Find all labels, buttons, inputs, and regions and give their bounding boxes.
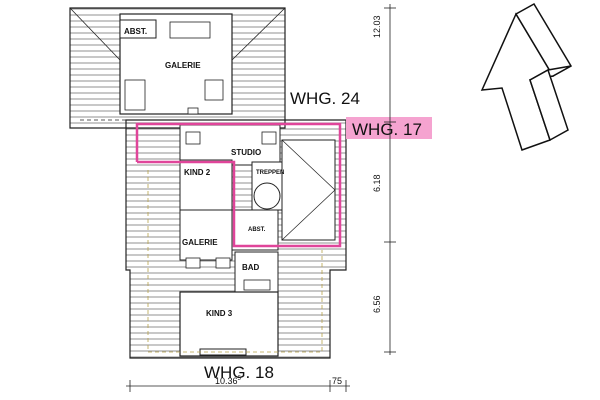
- dimension-75: 75: [332, 376, 342, 386]
- lower-building: [125, 119, 347, 359]
- whg17-label-background: [346, 117, 432, 139]
- dimension-6-56: 6.56: [372, 295, 382, 313]
- room-treppen: TREPPEN: [256, 170, 284, 176]
- apartment-label-whg17: WHG. 17: [352, 120, 422, 139]
- dimension-6-18: 6.18: [372, 174, 382, 192]
- room-abst-mid: ABST.: [248, 227, 266, 233]
- room-abst-top: ABST.: [124, 27, 147, 36]
- room-galerie-top: GALERIE: [165, 61, 201, 70]
- room-kind2: KIND 2: [184, 168, 211, 177]
- room-studio: STUDIO: [231, 148, 261, 157]
- vertical-dimension: [384, 4, 396, 355]
- dimension-10-36: 10.365: [215, 376, 242, 386]
- room-kind3: KIND 3: [206, 309, 233, 318]
- room-bad: BAD: [242, 263, 260, 272]
- apartment-label-whg24: WHG. 24: [290, 89, 360, 108]
- horizontal-dimension: [126, 380, 350, 392]
- room-galerie-mid: GALERIE: [182, 238, 218, 247]
- whg17-outline: [135, 122, 342, 248]
- apartment-label-whg18: WHG. 18: [204, 363, 274, 382]
- north-arrow-icon: [480, 2, 573, 151]
- dimension-12-03: 12.03: [372, 15, 382, 38]
